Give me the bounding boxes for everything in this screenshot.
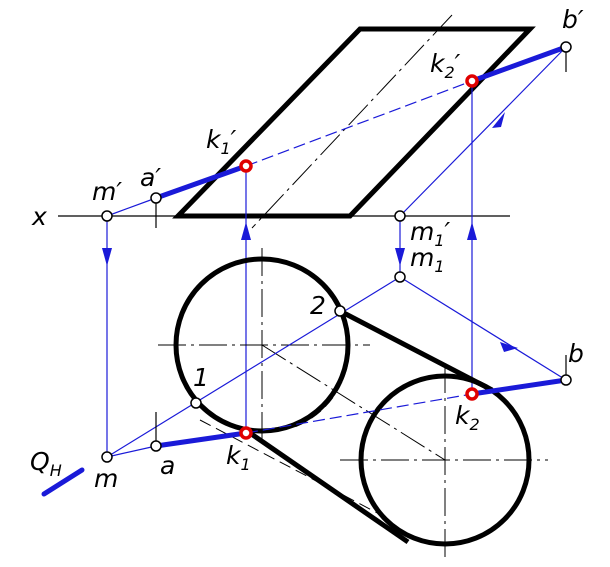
label-k1-prime: k1′ bbox=[206, 125, 237, 158]
label-q-h: QH bbox=[30, 447, 62, 480]
label-m-prime: m′ bbox=[92, 177, 122, 206]
point-a bbox=[150, 440, 162, 452]
label-k1: k1 bbox=[226, 441, 251, 474]
point-a-prime bbox=[150, 192, 162, 204]
point-1 bbox=[190, 397, 202, 409]
segment-k1-prime-k2-prime-hidden bbox=[245, 80, 473, 167]
label-point-1: 1 bbox=[193, 363, 209, 392]
segment-a-prime-k1-prime bbox=[153, 163, 249, 201]
point-k1-prime bbox=[239, 159, 253, 173]
right-base-circle bbox=[358, 373, 532, 547]
line-m1-b bbox=[399, 276, 567, 381]
point-m1-prime bbox=[394, 210, 406, 222]
point-k2-prime bbox=[465, 74, 479, 88]
label-point-2: 2 bbox=[310, 291, 326, 320]
arrow-m1-prime-b-prime bbox=[492, 112, 505, 128]
segment-k1-k2-hidden bbox=[245, 393, 473, 434]
label-a-prime: a′ bbox=[140, 163, 161, 192]
arrow-projection-m bbox=[102, 248, 112, 266]
label-x-axis: x bbox=[31, 202, 47, 231]
label-m1-prime: m1′ bbox=[410, 217, 451, 250]
plane-parallelogram bbox=[172, 26, 536, 219]
arrow-m1-b bbox=[500, 342, 518, 352]
point-b-prime bbox=[560, 41, 572, 53]
arrow-projection-k2 bbox=[467, 222, 477, 240]
point-k2 bbox=[465, 387, 479, 401]
label-b: b bbox=[568, 339, 584, 368]
plane-trace-qh bbox=[41, 467, 85, 497]
left-base-circle bbox=[173, 256, 351, 434]
label-b-prime: b′ bbox=[562, 5, 584, 34]
label-m1: m1 bbox=[410, 243, 445, 276]
segment-a-k1 bbox=[153, 430, 249, 449]
line-m-a bbox=[106, 445, 157, 458]
label-k2-prime: k2′ bbox=[430, 49, 461, 82]
line-m-prime-a-prime bbox=[106, 197, 157, 217]
arrow-projection-m1 bbox=[395, 248, 405, 266]
point-b bbox=[560, 374, 572, 386]
cylinder-bottom-generatrix bbox=[245, 428, 410, 545]
cylinder-top-generatrix bbox=[338, 308, 494, 393]
label-a: a bbox=[160, 451, 175, 480]
point-m bbox=[101, 451, 113, 463]
arrow-projection-k1 bbox=[241, 222, 251, 240]
label-k2: k2 bbox=[455, 401, 480, 434]
point-2 bbox=[334, 305, 346, 317]
line-m1-prime-b-prime bbox=[399, 46, 567, 217]
plane-axis-line bbox=[251, 14, 453, 229]
point-k1 bbox=[239, 426, 253, 440]
cylinder-axis-line bbox=[261, 344, 446, 461]
segment-k2-b bbox=[469, 377, 569, 397]
segment-k2-prime-b-prime bbox=[469, 44, 569, 84]
point-m-prime bbox=[101, 210, 113, 222]
label-m: m bbox=[94, 464, 118, 493]
point-m1 bbox=[394, 271, 406, 283]
